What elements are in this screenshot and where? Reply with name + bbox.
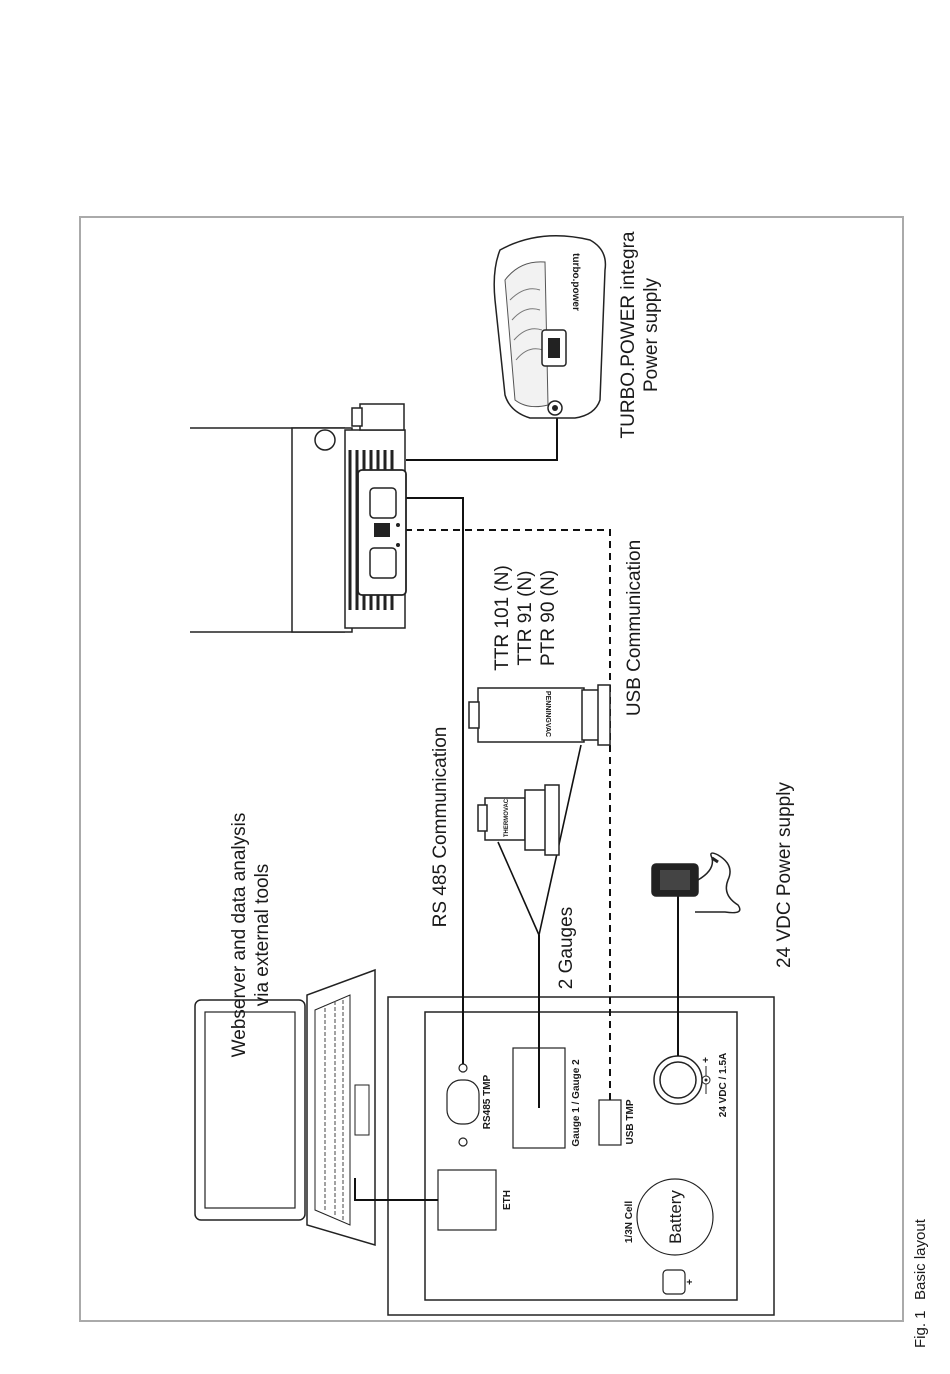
power-24v-label: 24 VDC Power supply <box>774 782 795 968</box>
gauges-count-label: 2 Gauges <box>556 907 577 989</box>
usb-label: USB Communication <box>624 540 645 716</box>
rs485-cable <box>398 497 464 1064</box>
battery-plus-sign: + <box>685 1279 696 1285</box>
turbo-pump-icon <box>190 403 407 633</box>
battery-cell-label: 1/3N Cell <box>624 1201 635 1243</box>
turbo-power-brand: turbo.power <box>570 253 581 311</box>
penningvac-gauge-icon <box>468 684 611 746</box>
webserver-label-line1: Webserver and data analysis <box>229 813 250 1058</box>
power-rating-label: 24 VDC / 1.5A <box>718 1053 729 1117</box>
polarity-icon <box>701 1066 711 1094</box>
rs485-screw-top <box>458 1063 468 1073</box>
eth-label: ETH <box>502 1190 513 1210</box>
controller-inner <box>424 1011 738 1301</box>
turbo-power-cable <box>406 418 558 461</box>
power-plus-sign: + <box>701 1057 712 1063</box>
figure-frame <box>79 216 904 1322</box>
laptop-icon <box>194 968 376 1247</box>
figure-caption: Basic layout <box>912 1218 929 1300</box>
rs485-tmp-label: RS485 TMP <box>482 1074 493 1129</box>
usb-port <box>598 1099 622 1146</box>
webserver-label-line2: via external tools <box>252 864 273 1007</box>
thermovac-gauge-icon <box>477 784 560 856</box>
turbo-power-label-line2: Power supply <box>641 277 662 392</box>
rs485-label: RS 485 Communication <box>430 727 451 928</box>
power-jack-outer <box>653 1055 703 1105</box>
rs485-port <box>446 1079 480 1125</box>
connections <box>354 418 679 1201</box>
gauge-port-label: Gauge 1 / Gauge 2 <box>571 1059 582 1147</box>
usb-cable <box>398 529 611 1100</box>
figure-number: Fig. 1 <box>912 1310 929 1348</box>
gauge-branch-1 <box>497 841 540 936</box>
turbo-power-label-line1: TURBO.POWER integra <box>618 231 639 438</box>
power-adapter-icon <box>651 852 741 914</box>
eth-port <box>437 1169 497 1231</box>
eth-cable <box>354 1178 438 1201</box>
power-jack-inner <box>659 1061 697 1099</box>
usb-tmp-label: USB TMP <box>625 1099 636 1144</box>
turbo-power-integra-icon <box>493 235 607 419</box>
controller-unit <box>387 996 775 1316</box>
gauge-model-2: TTR 91 (N) <box>515 571 536 666</box>
battery-icon <box>636 1178 714 1256</box>
gauge-model-3: PTR 90 (N) <box>538 570 559 666</box>
battery-plus-pad <box>662 1269 686 1295</box>
controller-outer <box>387 996 775 1316</box>
penningvac-brand: PENNINGVAC <box>544 691 551 737</box>
gauge-branch-2 <box>538 744 582 936</box>
gauge-model-1: TTR 101 (N) <box>492 565 513 671</box>
thermovac-brand: THERMOVAC <box>504 798 510 837</box>
rs485-screw-bottom <box>458 1137 468 1147</box>
battery-label: Battery <box>666 1190 685 1244</box>
